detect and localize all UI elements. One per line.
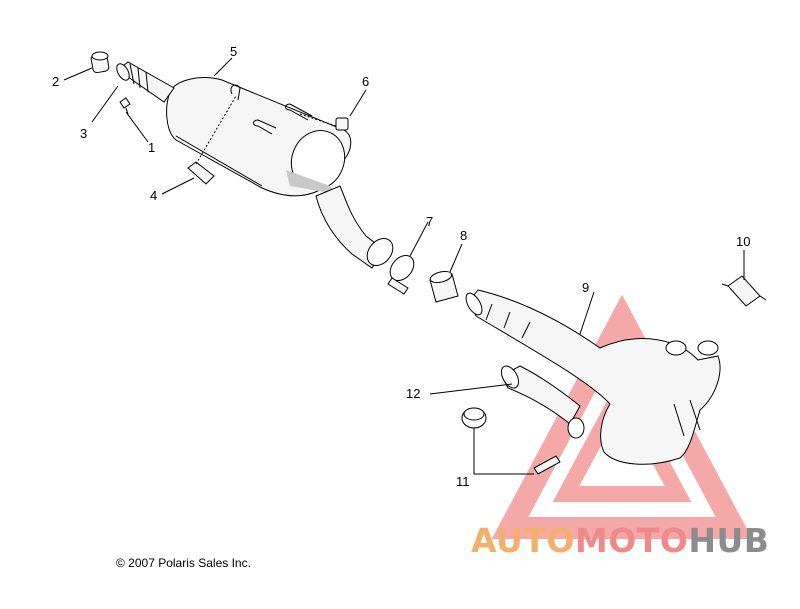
callout-7: 7 [426, 214, 433, 229]
screw [119, 97, 131, 115]
callout-4: 4 [150, 188, 157, 203]
callout-1: 1 [148, 140, 155, 155]
muffler [166, 77, 352, 197]
head-pipe [465, 289, 721, 465]
tailpipe-tip [116, 61, 175, 103]
joint-pipe [500, 365, 585, 439]
callout-12: 12 [406, 386, 420, 401]
callout-6: 6 [362, 74, 369, 89]
callout-8: 8 [460, 228, 467, 243]
spring-grommet [187, 95, 237, 185]
spring [533, 455, 561, 475]
seal-ring [461, 407, 487, 429]
muffler-outlet-pipe [315, 185, 394, 269]
callout-3: 3 [80, 126, 87, 141]
callout-2: 2 [52, 74, 59, 89]
nut [299, 113, 349, 131]
callout-11: 11 [456, 474, 470, 489]
end-cap [90, 51, 110, 74]
copyright-text: © 2007 Polaris Sales Inc. [116, 556, 251, 570]
brand-hub: HUB [688, 521, 770, 560]
sleeve [429, 270, 459, 303]
clamp [387, 254, 415, 295]
callout-10: 10 [736, 234, 750, 249]
brand-moto: MOTO [574, 521, 689, 560]
leader-lines [63, 57, 745, 475]
callout-5: 5 [230, 44, 237, 59]
callout-numbers: 1 2 3 4 5 6 7 8 9 10 11 12 [52, 44, 750, 489]
watermark-brand: AUTOMOTOHUB [471, 521, 769, 560]
callout-9: 9 [582, 280, 589, 295]
spring-10 [721, 275, 767, 307]
brand-auto: AUTO [471, 521, 575, 560]
